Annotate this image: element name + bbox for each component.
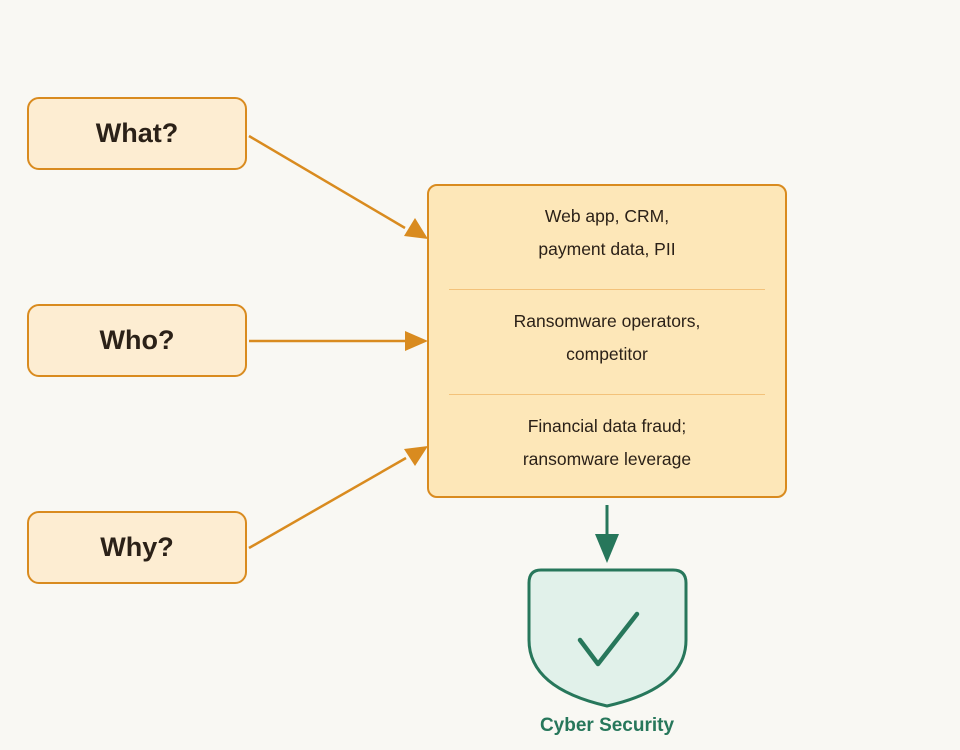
what-details-line-1: Web app, CRM, <box>544 206 670 226</box>
why-details-line-1: Financial data fraud; <box>527 416 687 436</box>
why-details-line-2: ransomware leverage <box>522 449 692 469</box>
arrow-why-to-details <box>248 456 407 550</box>
shield-check-icon <box>527 568 688 708</box>
who-question-box: Who? <box>27 304 247 377</box>
who-details-section: Ransomware operators, competitor <box>429 305 785 371</box>
section-divider <box>449 289 765 290</box>
what-details-section: Web app, CRM, payment data, PII <box>429 200 785 266</box>
what-details-line-2: payment data, PII <box>538 239 676 259</box>
what-question-label: What? <box>95 118 179 148</box>
why-details-section: Financial data fraud; ransomware leverag… <box>429 410 785 476</box>
what-question-box: What? <box>27 97 247 170</box>
arrow-what-to-details <box>248 134 406 230</box>
cyber-security-label: Cyber Security <box>539 715 675 736</box>
why-question-label: Why? <box>100 532 174 562</box>
threat-details-box: Web app, CRM, payment data, PII Ransomwa… <box>427 184 787 498</box>
arrowhead-who <box>405 331 428 351</box>
who-question-label: Who? <box>99 325 175 355</box>
arrowhead-security <box>595 534 619 563</box>
why-question-box: Why? <box>27 511 247 584</box>
arrowhead-what <box>404 218 428 239</box>
who-details-line-2: competitor <box>566 344 648 364</box>
who-details-line-1: Ransomware operators, <box>513 311 701 331</box>
arrowhead-why <box>404 446 428 466</box>
section-divider <box>449 394 765 395</box>
